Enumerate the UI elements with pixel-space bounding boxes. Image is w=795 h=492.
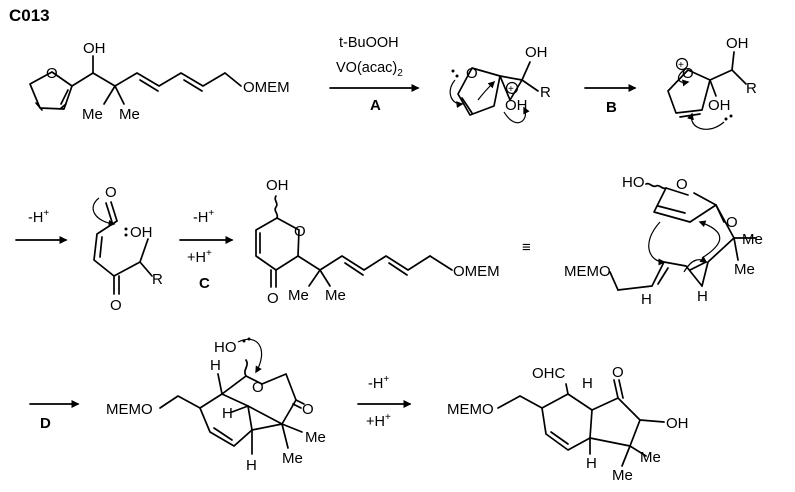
minus-h-1: -H+ <box>28 208 49 226</box>
cycloadduct-h-1: H <box>210 357 221 374</box>
cycloadduct-methyl-2: Me <box>282 450 303 467</box>
product-ketone-oxygen: O <box>612 364 624 381</box>
conformer-ring-oxygen: O <box>676 176 688 193</box>
step-label-c: C <box>199 275 210 292</box>
cycloadduct-ketone-oxygen: O <box>302 401 314 418</box>
oxocarbenium-oh: OH <box>708 97 731 114</box>
reagent-tbuooh: t-BuOOH <box>339 35 399 51</box>
product-memo: MEMO <box>447 401 494 418</box>
step-d: D <box>29 400 80 432</box>
equivalence-sign: ≡ <box>522 239 531 256</box>
conformer-h-2: H <box>697 288 708 305</box>
cycloadduct-h-3: H <box>246 457 257 474</box>
scheme-title: C013 <box>9 6 50 25</box>
hydroxyl-label: OH <box>83 40 106 57</box>
cycloadduct-ho: HO <box>214 339 237 356</box>
ketoaldehyde-r: R <box>152 271 163 288</box>
pyranone-ketone-oxygen: O <box>267 290 279 307</box>
conformer-ketone-oxygen: O <box>726 214 738 231</box>
pyranone-intermediate: OH O O Me Me OMEM <box>255 177 500 307</box>
product-h-2: H <box>586 455 597 472</box>
plus-h-c: +H+ <box>187 248 212 266</box>
step-label-b: B <box>606 99 617 116</box>
plus-h-e: +H+ <box>366 412 391 430</box>
step-e: -H+ +H+ <box>357 374 412 430</box>
pyranone-conformer: HO O O Me Me H H MEMO <box>564 174 763 308</box>
conformer-methyl-1: Me <box>742 231 763 248</box>
epoxide-furan-oxygen: O <box>466 65 478 82</box>
oxocarbenium-plus: + <box>678 60 684 71</box>
product-methyl-1: Me <box>640 449 661 466</box>
minus-h-3: -H+ <box>368 374 389 392</box>
furan-oxygen: O <box>46 65 58 82</box>
methyl-label-1: Me <box>82 106 103 123</box>
omem-label: OMEM <box>243 79 290 96</box>
pyranone-omem: OMEM <box>453 263 500 280</box>
oxocarbenium-oh-top: OH <box>726 35 749 52</box>
conformer-ho: HO <box>622 174 645 191</box>
product-oh: OH <box>666 415 689 432</box>
oxocarbenium-r: R <box>746 80 757 97</box>
pyranone-methyl-1: Me <box>288 287 309 304</box>
conformer-h-1: H <box>641 291 652 308</box>
ketone-oxygen: O <box>110 297 122 314</box>
ketoaldehyde-intermediate: O O OH R <box>92 184 163 314</box>
epoxide-intermediate: O OH R OH + <box>449 44 551 124</box>
conformer-memo: MEMO <box>564 263 611 280</box>
cycloadduct-intermediate: MEMO H H H O O Me Me HO <box>106 337 326 474</box>
cycloadduct-h-2: H <box>222 405 233 422</box>
hydrindanone-product: MEMO OHC H H O OH Me Me <box>447 364 689 484</box>
oxocarbenium-oxygen: O <box>682 65 694 82</box>
cycloadduct-memo: MEMO <box>106 401 153 418</box>
pyranone-methyl-2: Me <box>325 287 346 304</box>
epoxide-oh: OH <box>505 97 528 114</box>
methyl-label-2: Me <box>119 106 140 123</box>
step-a: t-BuOOH VO(acac)2 A <box>329 35 420 114</box>
oxocarbenium-intermediate: O + OH R OH <box>667 35 757 130</box>
product-h-1: H <box>582 375 593 392</box>
product-methyl-2: Me <box>612 467 633 484</box>
starting-material: O OH Me Me OMEM <box>29 40 290 123</box>
minus-h-2: -H+ <box>193 208 214 226</box>
step-label-a: A <box>370 97 381 114</box>
step-b: B <box>584 84 637 116</box>
step-label-d: D <box>40 415 51 432</box>
pyranone-ring-oxygen: O <box>294 223 306 240</box>
product-ohc: OHC <box>532 365 566 382</box>
cycloadduct-ring-oxygen: O <box>252 379 264 396</box>
aldehyde-oxygen: O <box>105 184 117 201</box>
pyranone-oh: OH <box>266 177 289 194</box>
cycloadduct-methyl-1: Me <box>305 429 326 446</box>
reagent-voacac: VO(acac)2 <box>336 60 403 79</box>
ketoaldehyde-oh: OH <box>130 224 153 241</box>
step-c: -H+ +H+ C <box>179 208 234 292</box>
epoxide-oh-top: OH <box>525 44 548 61</box>
epoxide-r: R <box>540 84 551 101</box>
conformer-methyl-2: Me <box>734 261 755 278</box>
epoxide-plus: + <box>508 84 514 95</box>
step-deprotonation-1: -H+ <box>15 208 68 244</box>
